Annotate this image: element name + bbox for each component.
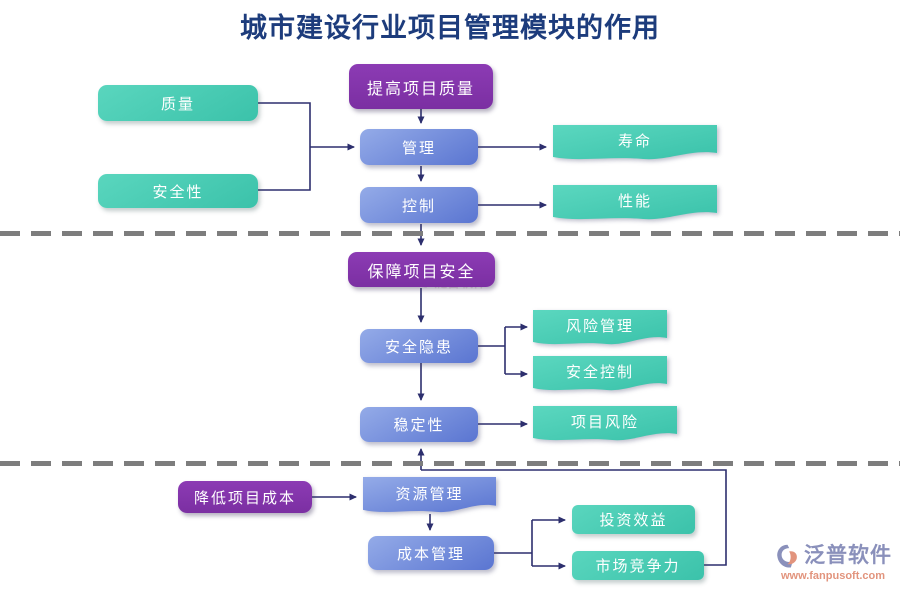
node-quality: 质量 [98, 85, 258, 121]
node-label: 降低项目成本 [193, 489, 296, 507]
node-safety: 安全性 [98, 174, 258, 208]
node-label: 质量 [160, 95, 195, 113]
node-label: 管理 [401, 139, 436, 157]
node-resource-management: 资源管理 [363, 477, 496, 516]
node-lifespan: 寿命 [553, 125, 717, 163]
node-label: 风险管理 [565, 318, 634, 335]
node-label: 成本管理 [396, 545, 465, 563]
document-shape [553, 125, 717, 160]
document-shape [533, 356, 667, 391]
fanpu-logo-icon [777, 544, 797, 568]
section-divider-1 [0, 231, 900, 236]
connector-feedback-loop [421, 469, 727, 566]
node-label: 性能 [617, 193, 652, 210]
node-label: 安全性 [152, 183, 204, 201]
node-cost-management: 成本管理 [368, 536, 494, 570]
document-shape [533, 310, 667, 345]
node-label: 资源管理 [395, 485, 464, 503]
page-title: 城市建设行业项目管理模块的作用 [240, 13, 660, 43]
node-label: 市场竞争力 [595, 558, 681, 575]
node-project-risk: 项目风险 [533, 406, 677, 444]
brand-row: 泛普软件 [774, 543, 892, 570]
node-management: 管理 [360, 129, 478, 165]
node-label: 安全控制 [565, 364, 634, 381]
node-label: 控制 [401, 197, 436, 215]
node-investment-benefit: 投资效益 [572, 505, 695, 534]
brand-url: www.fanpusoft.com [780, 570, 886, 582]
node-label: 寿命 [617, 133, 652, 150]
document-shape [553, 185, 717, 220]
section-divider-2 [0, 461, 900, 466]
node-label: 投资效益 [599, 512, 668, 529]
node-ensure-safety: 保障项目安全 [348, 252, 495, 287]
brand-name: 泛普软件 [804, 544, 892, 568]
node-risk-management: 风险管理 [533, 310, 667, 348]
node-label: 稳定性 [393, 417, 445, 434]
node-stability: 稳定性 [360, 407, 478, 442]
node-label: 保障项目安全 [367, 263, 476, 281]
document-shape [363, 477, 496, 513]
node-improve-quality: 提高项目质量 [349, 64, 493, 109]
node-label: 安全隐患 [384, 338, 453, 356]
node-label: 提高项目质量 [366, 80, 475, 98]
node-safety-control: 安全控制 [533, 356, 667, 394]
node-reduce-cost: 降低项目成本 [178, 481, 312, 513]
node-hidden-danger: 安全隐患 [360, 329, 478, 363]
connector-cost-split [494, 520, 533, 566]
connector-inputs-join [258, 102, 311, 191]
node-label: 项目风险 [570, 414, 639, 431]
document-shape [533, 406, 677, 441]
brand-logo: 泛普软件 www.fanpusoft.com [766, 543, 900, 583]
node-control: 控制 [360, 187, 478, 223]
node-performance: 性能 [553, 185, 717, 223]
node-market-competitiveness: 市场竞争力 [572, 551, 704, 580]
connector-hidden-danger-split [478, 327, 506, 374]
